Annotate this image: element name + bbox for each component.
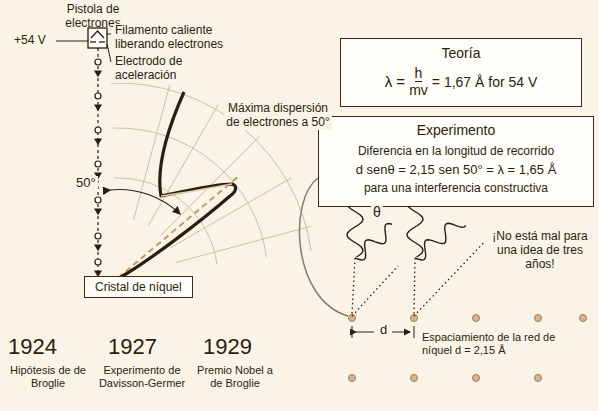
annotation-label: Premio Nobel a de Broglie [190,364,280,389]
fraction: hmv [409,65,428,98]
annotation-label: ¡No está mal para una idea de tres años! [485,230,595,271]
lattice-atom [580,315,587,322]
electron-dot [95,259,101,265]
annotation-label: Máxima dispersión de electrones a 50° [224,102,332,130]
crystal-label: Cristal de níquel [95,280,182,294]
annotation-label: 50° [74,176,98,191]
scattered-wave [355,224,392,261]
annotation-label: θ [371,204,383,220]
year-label: 1929 [203,334,252,359]
annotation-label: Filamento caliente liberando electrones [113,24,257,52]
lattice-atom [411,375,418,382]
grid-arc [113,128,267,257]
electron-beam [95,48,101,276]
electron-dot [95,127,101,133]
lattice-atom [535,315,542,322]
lattice-atom [473,315,480,322]
electron-dot [95,161,101,167]
annotation-label: Hipótesis de de Broglie [2,364,94,389]
annotation-label: Electrodo de aceleración [113,55,207,83]
grid-ray [148,105,218,226]
nickel-lattice [349,315,587,382]
year-label: 1927 [108,334,157,359]
electron-dot [95,59,101,65]
annotation-label: Experimento de Davisson-Germer [94,364,190,389]
electron-dot [95,93,101,99]
annotation-label: +54 V [14,34,46,48]
formula-part: = 1,67 Å for 54 V [432,74,537,90]
beam-arrowhead [95,245,101,250]
lattice-atom [535,375,542,382]
grid-ray [176,226,311,262]
annotation-label: Espaciamiento de la red de níquel d = 2,… [420,331,574,356]
box-text: para una interferencia constructiva [327,181,585,195]
equation: d senθ = 2,15 sen 50° = λ = 1,65 Å [327,162,585,177]
formula-row: λ =hmv= 1,67 Å for 54 V [349,65,573,98]
info-box: Teoríaλ =hmv= 1,67 Å for 54 V [340,38,582,107]
grid-ray [170,178,291,248]
annotation-label: d [378,323,389,338]
electron-dot [95,197,101,203]
year-label: 1924 [8,334,57,359]
beam-arrowhead [95,105,101,110]
formula-part: λ = [385,73,405,90]
path-guides [352,236,490,316]
lobe-highlight [161,184,232,196]
scattering-lobe [121,92,236,277]
fraction-numerator: h [415,65,423,82]
electron-dot [95,233,101,239]
scatter-direction [118,175,240,278]
lattice-atom [473,375,480,382]
beam-arrowhead [95,71,101,76]
electron-gun [56,28,111,62]
lattice-atom [349,375,356,382]
box-text: Diferencia en la longitud de recorrido [327,144,585,158]
crystal-box: Cristal de níquel [84,276,193,298]
beam-arrowhead [95,209,101,214]
box-heading: Experimento [327,122,585,138]
beam-arrowhead [95,139,101,144]
fraction-denominator: mv [409,82,428,98]
scattered-wave [415,223,466,260]
box-heading: Teoría [349,45,573,61]
info-box: ExperimentoDiferencia en la longitud de … [318,116,594,207]
